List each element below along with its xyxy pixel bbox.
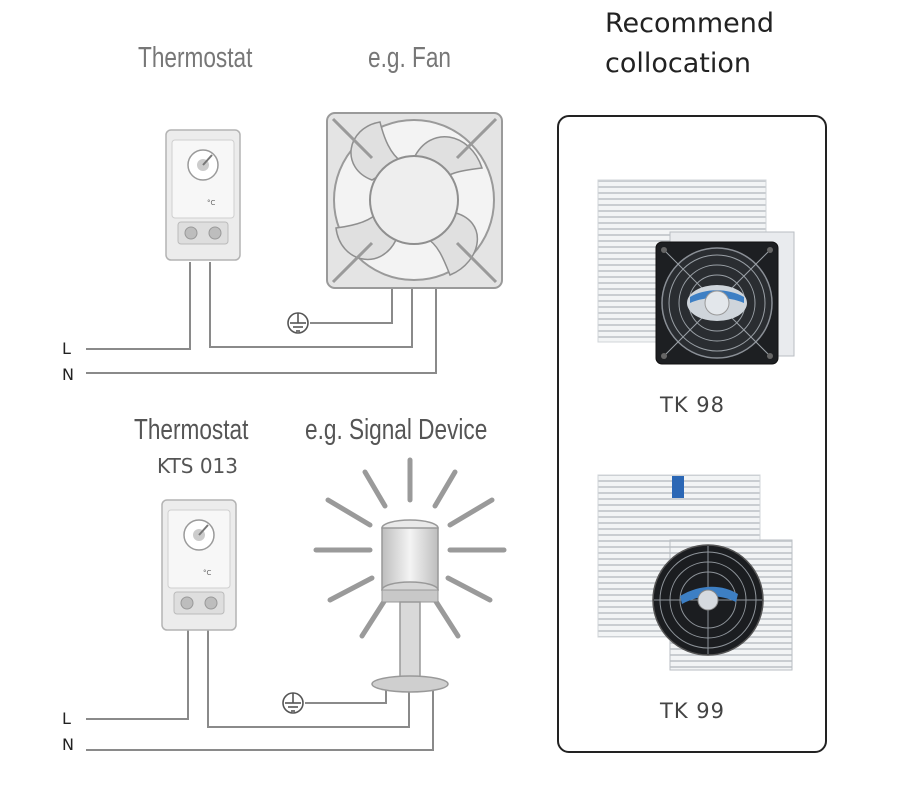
thermostat-title-top: Thermostat <box>138 42 253 74</box>
wire-label-n-bottom: N <box>62 735 74 754</box>
fan-title: e.g. Fan <box>368 42 451 74</box>
thermostat-unit-bottom: °C <box>203 569 212 577</box>
ground-icon <box>282 692 304 714</box>
wire-label-l-bottom: L <box>62 709 71 728</box>
thermostat-device-top: °C <box>165 129 241 261</box>
thermostat-device-bottom: °C <box>161 499 237 631</box>
wire-label-n-top: N <box>62 365 74 384</box>
signal-device-title: e.g. Signal Device <box>305 414 488 446</box>
product-image-tk98 <box>597 179 795 365</box>
recommendation-panel <box>557 115 827 753</box>
product-image-tk99 <box>597 474 793 671</box>
wires-bottom <box>86 630 434 751</box>
thermostat-title-bottom: Thermostat <box>134 414 249 446</box>
product-name-tk98: TK 98 <box>660 393 725 417</box>
ground-icon <box>287 312 309 334</box>
signal-light-icon <box>313 457 507 693</box>
product-name-tk99: TK 99 <box>660 699 725 723</box>
thermostat-model-label: KTS 013 <box>157 454 239 478</box>
fan-device <box>326 112 503 289</box>
recommend-heading-line1: Recommend <box>605 8 774 39</box>
wire-label-l-top: L <box>62 339 71 358</box>
thermostat-unit-top: °C <box>207 199 216 207</box>
recommend-heading-line2: collocation <box>605 48 751 79</box>
wires-top <box>86 262 437 374</box>
